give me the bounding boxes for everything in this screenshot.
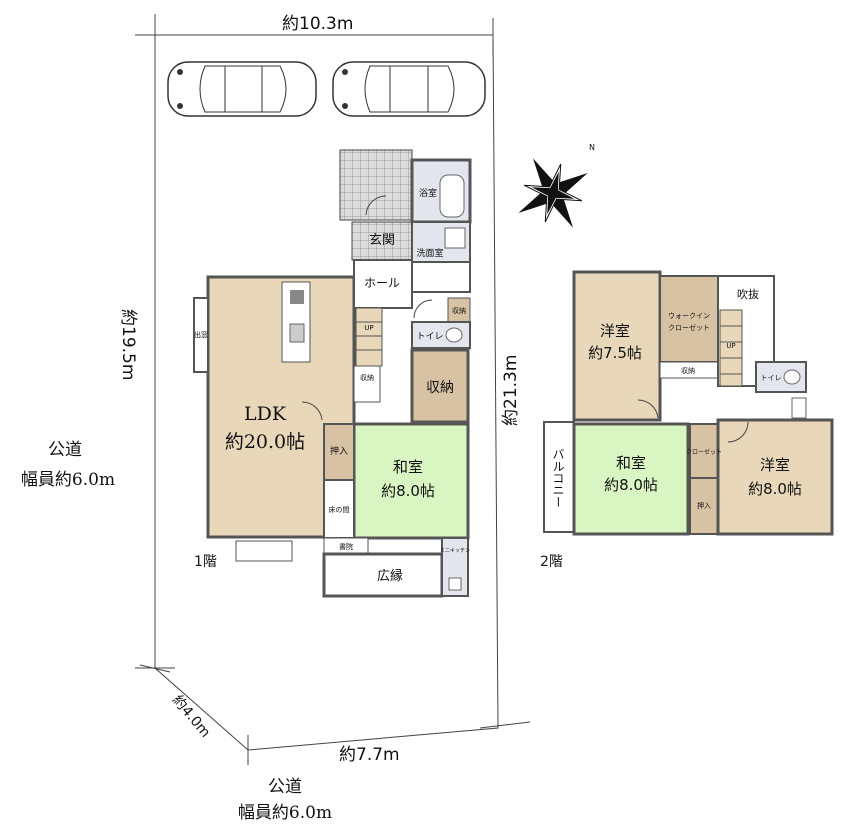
f1-entrance-label: 玄関 [369, 233, 395, 248]
lot-boundary [135, 14, 531, 765]
dim-top-label: 約10.3m [282, 14, 353, 34]
road-left-line2: 幅員約6.0m [21, 470, 115, 490]
compass-icon [518, 158, 588, 228]
f1-oshiire-label: 押入 [330, 445, 348, 457]
f1-engawa-label: 広縁 [377, 568, 403, 584]
dim-right-label: 約21.3m [501, 355, 521, 426]
f1-bath-label: 浴室 [419, 187, 437, 199]
f2-western2-name: 洋室 [760, 456, 790, 474]
f2-washitsu-name: 和室 [616, 454, 646, 472]
f1-shoin-label: 書院 [339, 542, 353, 551]
f2-western2-size: 約8.0帖 [748, 480, 802, 498]
f1-stair-up-label: UP [364, 324, 373, 332]
f1-washitsu-size: 約8.0帖 [381, 482, 435, 500]
dim-bottom-label: 約7.7m [339, 745, 400, 765]
f1-tokonoma-label: 床の間 [329, 505, 350, 514]
f2-walkin-line2: クローゼット [668, 323, 710, 332]
road-left-line1: 公道 [48, 440, 82, 460]
car-icon [332, 61, 486, 117]
f1-ldk-name: LDK [244, 403, 287, 425]
f2-washitsu-size: 約8.0帖 [604, 476, 658, 494]
f1-washroom-label: 洗面室 [416, 247, 443, 259]
road-bottom-line2: 幅員約6.0m [238, 803, 332, 823]
car-icon [167, 61, 317, 117]
f1-ldk-size: 約20.0帖 [225, 431, 305, 453]
f1-storage-small-label: 収納 [452, 306, 466, 315]
f2-balcony-label: バルコニー [551, 448, 565, 508]
f2-western1-name: 洋室 [600, 322, 630, 340]
f1-storage-stair-label: 収納 [360, 373, 374, 382]
floor2-plan [543, 270, 834, 536]
f1-toilet-label: トイレ [416, 332, 443, 342]
f1-hall-label: ホール [364, 276, 400, 290]
f1-washitsu-name: 和室 [393, 458, 423, 476]
floor1-label: 1階 [194, 554, 217, 570]
f2-western1-size: 約7.5帖 [588, 344, 642, 362]
floor1-plan [193, 149, 472, 598]
dim-left-label: 約19.5m [118, 309, 138, 380]
f2-atrium-label: 吹抜 [737, 287, 759, 301]
f1-bay-window-label: 出窓 [194, 330, 208, 339]
f2-stair-up-label: UP [726, 342, 735, 350]
f2-storage-label: 収納 [681, 366, 695, 375]
f2-closet-label: クローゼット [686, 448, 722, 456]
f2-oshiire-label: 押入 [697, 501, 711, 510]
compass-north-label: N [589, 143, 595, 152]
road-bottom-line1: 公道 [268, 777, 302, 797]
f2-walkin-line1: ウォークイン [668, 312, 710, 320]
f1-mini-kitchen-label: ミニキッチン [440, 548, 470, 554]
f1-storage-label: 収納 [426, 380, 454, 396]
f2-toilet-label: トイレ [761, 374, 782, 382]
floor2-label: 2階 [540, 554, 563, 570]
